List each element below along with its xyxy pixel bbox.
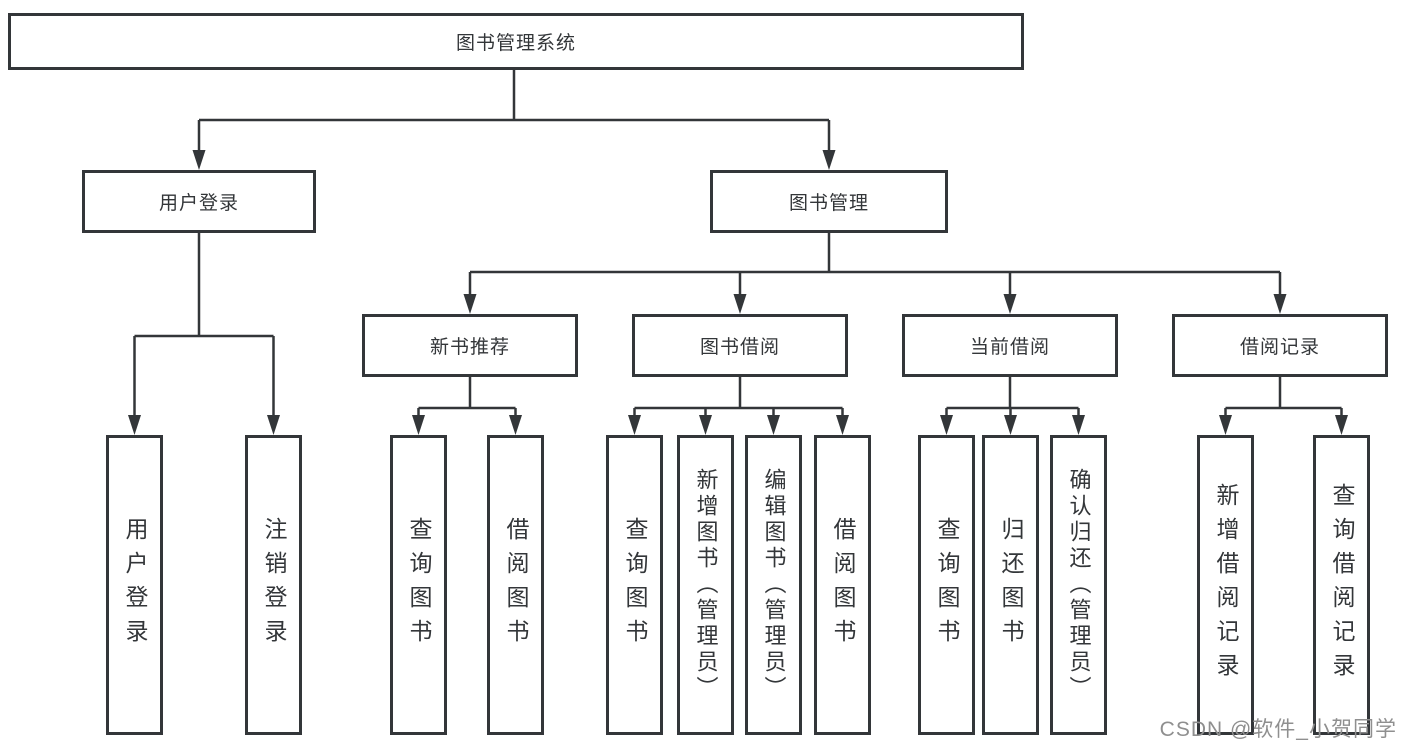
node-leaf-bb-query-books: 查询图书	[606, 435, 663, 735]
node-current-borrowing: 当前借阅	[902, 314, 1118, 377]
node-library-management-system: 图书管理系统	[8, 13, 1024, 70]
node-borrowing-records: 借阅记录	[1172, 314, 1388, 377]
node-label: 借阅记录	[1239, 337, 1320, 358]
node-new-book-recommendation: 新书推荐	[362, 314, 578, 377]
node-user-login-branch: 用户登录	[82, 170, 316, 233]
node-label: 当前借阅	[969, 337, 1050, 358]
node-leaf-logout: 注销登录	[245, 435, 302, 735]
arrowheads	[128, 150, 1348, 435]
node-leaf-bb-add-books-admin: 新增图书（管理员）	[677, 435, 734, 735]
connector-currentborrow-to-leaves	[945, 377, 1080, 419]
node-label: 借阅图书	[503, 517, 529, 653]
connector-userlogin-to-leaves	[133, 233, 275, 419]
node-label: 新增借阅记录	[1213, 483, 1239, 687]
node-label: 新书推荐	[429, 337, 510, 358]
connector-bookborrow-to-leaves	[633, 377, 844, 419]
node-label: 用户登录	[122, 517, 148, 653]
connector-newbookrec-to-leaves	[417, 377, 517, 419]
node-label: 查询图书	[934, 517, 960, 653]
connector-bookmgmt-to-modules	[468, 233, 1282, 298]
node-label: 查询借阅记录	[1329, 483, 1355, 687]
node-label: 图书管理系统	[455, 33, 576, 54]
watermark: CSDN @软件_小贺同学	[1159, 718, 1397, 741]
node-label: 用户登录	[158, 193, 239, 214]
node-label: 图书借阅	[699, 337, 780, 358]
connector-root-to-level2	[197, 70, 831, 154]
connector-borrowrecords-to-leaves	[1224, 377, 1343, 419]
node-label: 借阅图书	[830, 517, 856, 653]
node-label: 查询图书	[622, 517, 648, 653]
node-leaf-cb-confirm-return-admin: 确认归还（管理员）	[1050, 435, 1107, 735]
node-label: 确认归还（管理员）	[1066, 468, 1092, 702]
node-leaf-bb-borrow-books: 借阅图书	[814, 435, 871, 735]
node-leaf-user-login: 用户登录	[106, 435, 163, 735]
node-label: 新增图书（管理员）	[693, 468, 719, 702]
node-label: 查询图书	[406, 517, 432, 653]
node-label: 注销登录	[261, 517, 287, 653]
node-leaf-rec-query-books: 查询图书	[390, 435, 447, 735]
node-book-management-branch: 图书管理	[710, 170, 948, 233]
node-leaf-bb-edit-books-admin: 编辑图书（管理员）	[745, 435, 802, 735]
node-label: 编辑图书（管理员）	[761, 468, 787, 702]
node-leaf-br-query-record: 查询借阅记录	[1313, 435, 1370, 735]
node-label: 归还图书	[998, 517, 1024, 653]
node-leaf-cb-query-books: 查询图书	[918, 435, 975, 735]
node-leaf-br-add-record: 新增借阅记录	[1197, 435, 1254, 735]
node-book-borrowing: 图书借阅	[632, 314, 848, 377]
node-leaf-cb-return-books: 归还图书	[982, 435, 1039, 735]
node-leaf-rec-borrow-books: 借阅图书	[487, 435, 544, 735]
node-label: 图书管理	[788, 193, 869, 214]
